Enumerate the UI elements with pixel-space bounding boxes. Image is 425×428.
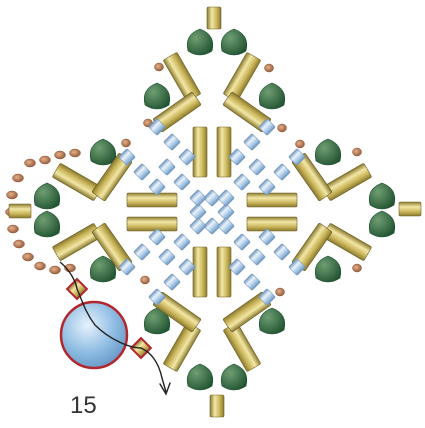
green-drop-bead xyxy=(315,256,341,282)
bronze-seed-bead xyxy=(353,264,362,272)
gold-bar-bead xyxy=(322,163,372,201)
bronze-seed-bead xyxy=(122,139,131,147)
gold-end-bead xyxy=(207,7,221,29)
blue-cube-bead xyxy=(190,190,207,207)
blue-cube-bead xyxy=(218,218,235,235)
blue-cube-bead xyxy=(274,244,291,261)
gold-bar-bead xyxy=(127,193,177,207)
blue-cube-bead xyxy=(244,134,261,151)
green-drop-bead xyxy=(34,211,60,237)
bronze-seed-bead xyxy=(55,151,66,159)
gold-bar-bead xyxy=(223,52,261,102)
gold-bar-bead xyxy=(322,223,372,261)
blue-cube-bead xyxy=(274,164,291,181)
gold-bar-bead xyxy=(217,127,231,177)
gold-bar-bead xyxy=(217,247,231,297)
bronze-seed-bead xyxy=(25,159,36,167)
green-drop-bead xyxy=(315,139,341,165)
green-drop-bead xyxy=(187,364,213,390)
bronze-seed-bead xyxy=(8,225,19,233)
green-drop-bead xyxy=(259,83,285,109)
blue-cube-bead xyxy=(174,234,191,251)
blue-cube-bead xyxy=(190,218,207,235)
blue-cube-bead xyxy=(134,164,151,181)
bronze-seed-bead xyxy=(35,262,46,270)
blue-cube-bead xyxy=(159,249,176,266)
gold-bar-bead xyxy=(247,193,297,207)
gold-bar-bead xyxy=(193,247,207,297)
bronze-seed-bead xyxy=(296,140,305,148)
blue-cube-bead xyxy=(164,134,181,151)
blue-cube-bead xyxy=(244,274,261,291)
gold-bar-bead xyxy=(193,127,207,177)
green-drop-bead xyxy=(221,364,247,390)
gold-end-bead xyxy=(399,202,421,216)
green-drop-bead xyxy=(34,183,60,209)
blue-pearl-bead xyxy=(61,302,127,368)
gold-bar-bead xyxy=(247,217,297,231)
blue-cube-bead xyxy=(174,174,191,191)
bronze-seed-bead xyxy=(276,288,285,296)
bronze-seed-bead xyxy=(70,149,81,157)
bronze-seed-bead xyxy=(155,63,164,71)
blue-cube-bead xyxy=(249,249,266,266)
green-drop-bead xyxy=(187,29,213,55)
blue-cube-bead xyxy=(134,244,151,261)
gold-bar-bead xyxy=(127,217,177,231)
green-drop-bead xyxy=(144,83,170,109)
step-number-label: 15 xyxy=(70,392,97,420)
blue-cube-bead xyxy=(234,234,251,251)
bronze-seed-bead xyxy=(7,191,18,199)
gold-bar-bead xyxy=(223,322,261,372)
gold-end-bead xyxy=(9,204,31,218)
bronze-seed-bead xyxy=(23,253,34,261)
bronze-seed-bead xyxy=(353,148,362,156)
gold-end-bead xyxy=(210,395,224,417)
bronze-seed-bead xyxy=(50,266,61,274)
green-drop-bead xyxy=(90,139,116,165)
bronze-seed-bead xyxy=(265,64,274,72)
green-drop-bead xyxy=(221,29,247,55)
bronze-seed-bead xyxy=(278,124,287,132)
bronze-seed-bead xyxy=(40,156,51,164)
blue-cube-bead xyxy=(218,190,235,207)
blue-cube-bead xyxy=(159,159,176,176)
green-drop-bead xyxy=(369,211,395,237)
blue-cube-bead xyxy=(164,274,181,291)
bronze-seed-bead xyxy=(141,276,150,284)
green-drop-bead xyxy=(259,308,285,334)
blue-cube-bead xyxy=(234,174,251,191)
blue-cube-bead xyxy=(249,159,266,176)
blue-pearl-bead xyxy=(61,279,151,368)
green-drop-bead xyxy=(369,183,395,209)
bronze-seed-bead xyxy=(13,174,24,182)
bronze-seed-bead xyxy=(14,240,25,248)
